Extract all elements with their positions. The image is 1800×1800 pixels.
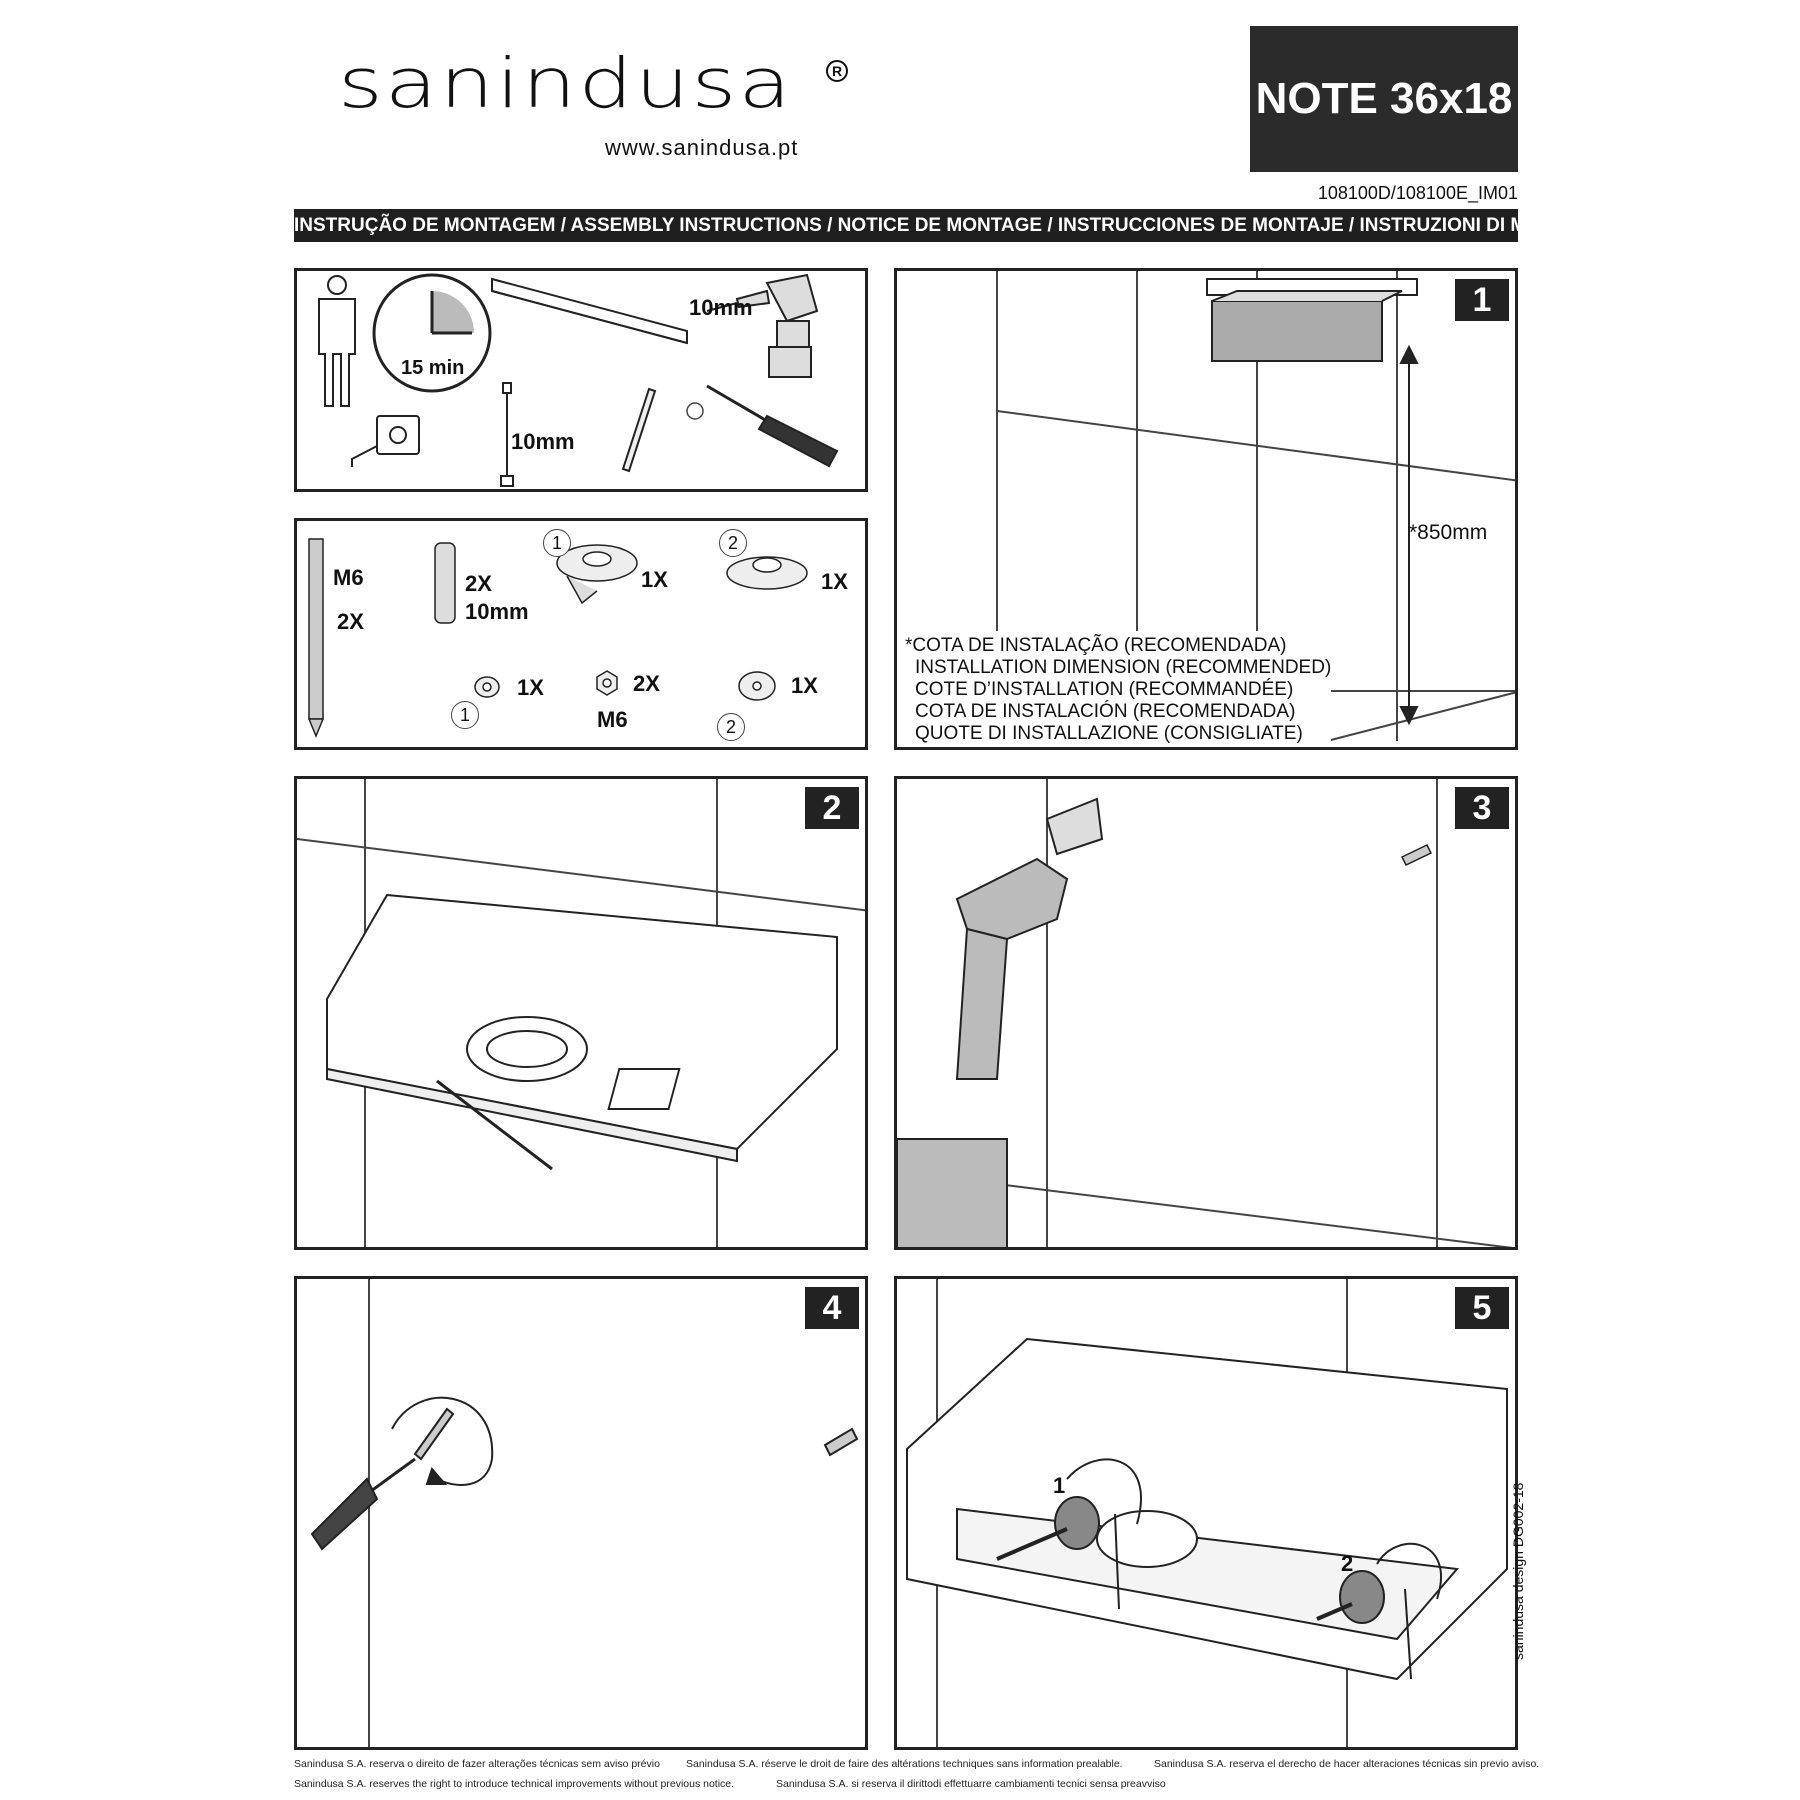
nut-qty: 2X [633, 671, 660, 696]
step-2-illustration [297, 779, 865, 1247]
washer-1-qty: 1X [517, 675, 544, 700]
footer-pt: Sanindusa S.A. reserva o direito de faze… [294, 1758, 660, 1770]
screw-qty: 2X [337, 609, 364, 634]
screw-label: M6 [333, 565, 364, 590]
step-5-illustration [906, 1279, 1508, 1747]
wrench-size-label: 10mm [511, 429, 575, 454]
wrench-icon [500, 382, 514, 487]
design-code: sanindusa design DG002-18 [1510, 1482, 1526, 1660]
drill-bit-icon [621, 387, 657, 473]
nut-icon [596, 670, 618, 696]
registered-mark: R [826, 60, 848, 82]
basin-icon [1211, 290, 1403, 362]
parts-illustration [307, 538, 808, 738]
step-5-panel: 5 1 2 [894, 1276, 1518, 1750]
step-5-callout-1: 1 [1053, 1473, 1066, 1498]
washer-1-number: 1 [451, 701, 479, 729]
note-es: COTA DE INSTALACIÓN (RECOMENDADA) [915, 701, 1296, 722]
step-2-number: 2 [805, 787, 859, 829]
footer-it: Sanindusa S.A. si reserva il dirittodi e… [776, 1778, 1166, 1790]
parts-panel: M6 2X 2X 10mm 1 1X 2 1X 1 1X 2X M6 2 1X [294, 518, 868, 750]
instructions-banner: INSTRUÇÃO DE MONTAGEM / ASSEMBLY INSTRUC… [294, 209, 1518, 242]
dimension-arrow [1399, 344, 1419, 726]
tools-illustration [318, 273, 839, 487]
wall-tiles [996, 779, 1514, 1247]
tape-measure-icon [351, 415, 420, 467]
basin-icon [906, 1337, 1508, 1681]
drill-icon [897, 797, 1104, 1247]
footer-fr: Sanindusa S.A. réserve le droit de faire… [686, 1758, 1123, 1770]
installation-height: *850mm [1409, 521, 1488, 544]
brand-name: sanindusa [338, 44, 794, 124]
tools-panel: 15 min 10mm 10mm [294, 268, 868, 492]
washer-2-icon [738, 671, 776, 701]
plug-size: 10mm [465, 599, 529, 624]
wrench-icon [1114, 1513, 1412, 1680]
note-it: QUOTE DI INSTALLAZIONE (CONSIGLIATE) [915, 723, 1303, 744]
product-title: NOTE 36x18 [1250, 26, 1518, 172]
screwdriver-icon [310, 1457, 416, 1551]
person-icon [318, 275, 356, 407]
clock-icon [372, 273, 492, 393]
step-4-panel: 4 [294, 1276, 868, 1750]
bracket-1-icon [996, 1496, 1100, 1561]
basin-icon [326, 893, 838, 1163]
part-2-number: 2 [719, 529, 747, 557]
drill-size-label: 10mm [689, 295, 753, 320]
wall-plug-icon [434, 542, 456, 624]
step-5-callout-2: 2 [1341, 1551, 1354, 1576]
bracket-1-icon [556, 544, 638, 605]
washer-1-icon [474, 676, 500, 698]
washer-2-number: 2 [717, 713, 745, 741]
note-fr: COTE D’INSTALLATION (RECOMMANDÉE) [915, 679, 1294, 700]
washer-2-qty: 1X [791, 673, 818, 698]
footer-es: Sanindusa S.A. reserva el derecho de hac… [1154, 1758, 1540, 1770]
step-1-panel: 1 *850mm *COTA DE INSTALAÇÃO (RECOMENDAD… [894, 268, 1518, 750]
step-4-number: 4 [805, 1287, 859, 1329]
pencil-icon [436, 1079, 553, 1171]
step-5-number: 5 [1455, 1287, 1509, 1329]
part-1-number: 1 [543, 529, 571, 557]
drill-icon [706, 273, 819, 378]
torx-bit-icon [686, 402, 704, 420]
step-3-number: 3 [1455, 787, 1509, 829]
step-3-panel: 3 [894, 776, 1518, 1250]
screwdriver-icon [706, 384, 839, 468]
plug-qty: 2X [465, 571, 492, 596]
hanger-bolt-icon [413, 1407, 859, 1461]
document-code: 108100D/108100E_IM01 [1317, 183, 1518, 203]
note-en: INSTALLATION DIMENSION (RECOMMENDED) [915, 657, 1332, 678]
spirit-level-icon [491, 277, 688, 345]
bracket-2-icon [726, 556, 808, 590]
time-label: 15 min [401, 357, 465, 379]
bracket-2-icon [1316, 1570, 1385, 1624]
installation-note: *COTA DE INSTALAÇÃO (RECOMENDADA) INSTAL… [899, 631, 1332, 747]
nut-label: M6 [597, 707, 628, 732]
step-3-illustration [897, 779, 1514, 1247]
hanger-bolt-icon [307, 538, 325, 738]
rotation-arrow [1066, 1458, 1442, 1600]
part-2-qty: 1X [821, 569, 848, 594]
step-1-number: 1 [1455, 279, 1509, 321]
rotation-arrow [391, 1396, 494, 1486]
part-1-qty: 1X [641, 567, 668, 592]
note-pt: *COTA DE INSTALAÇÃO (RECOMENDADA) [905, 635, 1287, 656]
wall-plug-icon [1400, 844, 1433, 866]
website: www.sanindusa.pt [605, 135, 799, 160]
brand-logo: sanindusa R [338, 48, 858, 138]
step-4-illustration [310, 1279, 859, 1747]
footer-en: Sanindusa S.A. reserves the right to int… [294, 1778, 735, 1790]
step-2-panel: 2 [294, 776, 868, 1250]
